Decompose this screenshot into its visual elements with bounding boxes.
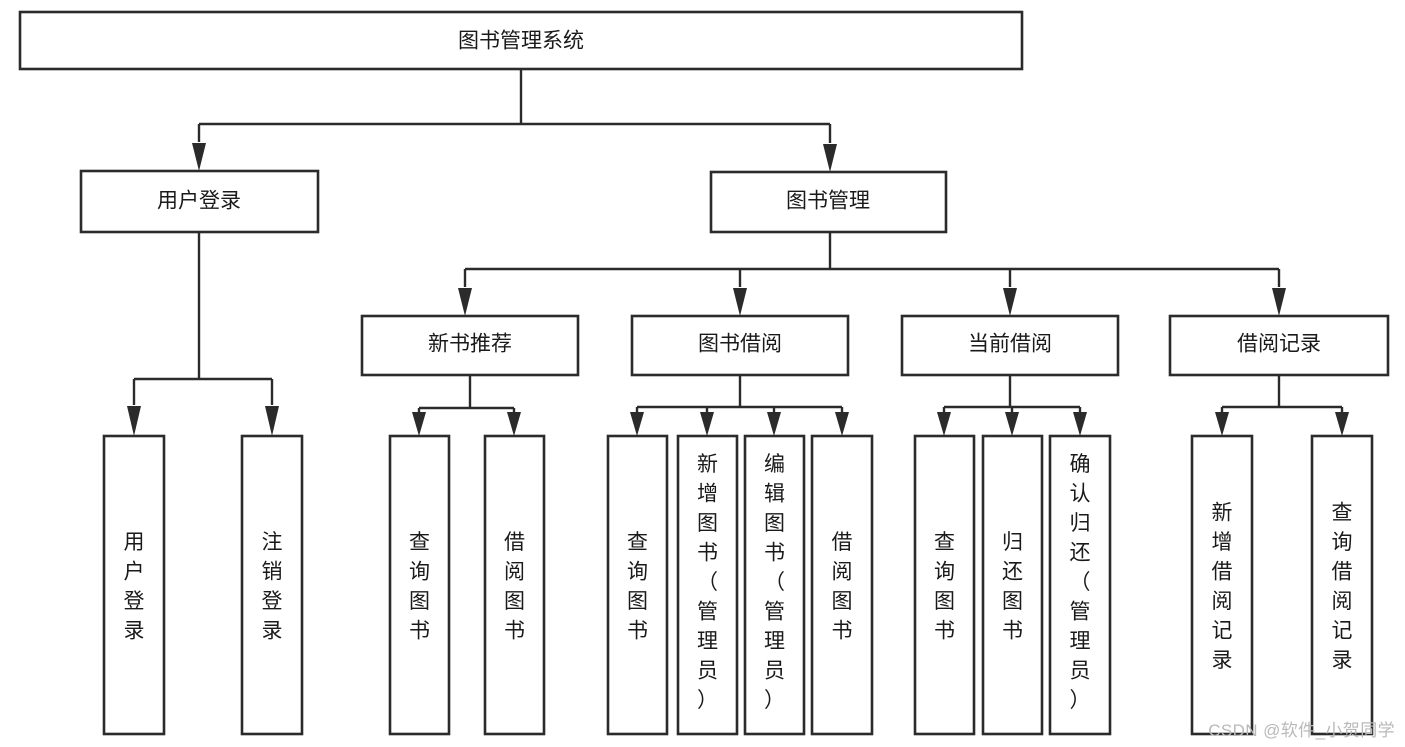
leaf-add-book-box[interactable]	[676, 434, 739, 736]
leaf-borrow-book-2-box[interactable]	[810, 434, 874, 736]
arrow-head-borrow-record	[1272, 288, 1286, 316]
leaf-confirm-return[interactable]: 确认归还（管理员）	[1048, 434, 1112, 736]
leaf-query-book-3-label: 查询图书	[934, 531, 955, 643]
arrow-head-leaf-return-book	[1005, 412, 1019, 436]
leaf-borrow-book-1-box[interactable]	[483, 434, 546, 736]
node-new-book-rec[interactable]: 新书推荐	[360, 314, 580, 377]
node-book-borrow-box[interactable]	[630, 314, 850, 377]
node-new-book-rec-label: 新书推荐	[428, 333, 512, 356]
leaf-return-book-box[interactable]	[981, 434, 1044, 736]
leaf-add-record[interactable]: 新增借阅记录	[1190, 434, 1254, 736]
arrow-head-leaf-add-book	[700, 412, 714, 436]
connector-group-book-manage	[458, 232, 1286, 316]
node-book-manage-label: 图书管理	[786, 190, 870, 213]
node-book-manage[interactable]: 图书管理	[709, 170, 948, 234]
node-current-borrow-box[interactable]	[900, 314, 1120, 377]
node-book-borrow-label: 图书借阅	[698, 333, 782, 356]
leaf-edit-book[interactable]: 编辑图书（管理员）	[743, 434, 806, 736]
leaf-add-record-label: 新增借阅记录	[1212, 502, 1233, 673]
leaf-query-record-label: 查询借阅记录	[1332, 502, 1353, 673]
node-current-borrow-label: 当前借阅	[968, 333, 1052, 356]
connector-group-borrow-record	[1215, 375, 1349, 436]
leaf-user-login[interactable]: 用户登录	[102, 434, 166, 736]
leaf-user-login-label: 用户登录	[124, 531, 145, 643]
connector-group-new-book-rec	[412, 375, 521, 436]
arrow-head-book-manage	[823, 144, 837, 172]
leaf-query-book-2-box[interactable]	[606, 434, 669, 736]
leaf-query-book-2[interactable]: 查询图书	[606, 434, 669, 736]
leaf-edit-book-box[interactable]	[743, 434, 806, 736]
node-user-login-box[interactable]	[79, 169, 320, 234]
leaf-query-book-3[interactable]: 查询图书	[913, 434, 976, 736]
arrow-head-leaf-query-book-2	[630, 412, 644, 436]
leaf-query-record-box[interactable]	[1310, 434, 1374, 736]
node-user-login-label: 用户登录	[157, 190, 241, 213]
leaf-confirm-return-label: 确认归还（管理员）	[1070, 453, 1091, 712]
connector-group-root	[192, 69, 837, 172]
arrow-head-leaf-edit-book	[767, 412, 781, 436]
leaf-logout[interactable]: 注销登录	[240, 434, 304, 736]
leaf-add-book[interactable]: 新增图书（管理员）	[676, 434, 739, 736]
arrow-head-leaf-query-record	[1335, 412, 1349, 436]
leaf-edit-book-label: 编辑图书（管理员）	[764, 453, 785, 712]
arrow-head-leaf-query-book-3	[937, 412, 951, 436]
arrow-head-leaf-borrow-book-2	[835, 412, 849, 436]
leaf-borrow-book-2[interactable]: 借阅图书	[810, 434, 874, 736]
leaf-query-record[interactable]: 查询借阅记录	[1310, 434, 1374, 736]
connector-group-user-login	[127, 232, 279, 436]
node-root[interactable]: 图书管理系统	[18, 10, 1024, 71]
arrow-head-leaf-borrow-book-1	[507, 412, 521, 436]
node-borrow-record[interactable]: 借阅记录	[1168, 314, 1390, 377]
arrow-head-book-borrow	[733, 288, 747, 316]
arrow-head-leaf-confirm-return	[1073, 412, 1087, 436]
leaf-return-book[interactable]: 归还图书	[981, 434, 1044, 736]
node-current-borrow[interactable]: 当前借阅	[900, 314, 1120, 377]
leaf-query-book-1[interactable]: 查询图书	[388, 434, 451, 736]
connector-group-current-borrow	[937, 375, 1087, 436]
leaf-query-book-3-box[interactable]	[913, 434, 976, 736]
leaf-query-book-1-label: 查询图书	[409, 531, 430, 643]
leaf-confirm-return-box[interactable]	[1048, 434, 1112, 736]
arrow-head-leaf-add-record	[1215, 412, 1229, 436]
node-borrow-record-label: 借阅记录	[1237, 333, 1321, 356]
leaf-add-book-label: 新增图书（管理员）	[697, 453, 718, 712]
arrow-head-leaf-logout	[265, 406, 279, 436]
leaf-query-book-2-label: 查询图书	[627, 531, 648, 643]
arrow-head-new-book-rec	[458, 288, 472, 316]
node-book-borrow[interactable]: 图书借阅	[630, 314, 850, 377]
node-borrow-record-box[interactable]	[1168, 314, 1390, 377]
node-new-book-rec-box[interactable]	[360, 314, 580, 377]
node-book-manage-box[interactable]	[709, 170, 948, 234]
leaf-borrow-book-1-label: 借阅图书	[504, 531, 525, 643]
arrow-head-user-login	[192, 143, 206, 171]
leaf-logout-label: 注销登录	[262, 531, 283, 643]
leaf-user-login-box[interactable]	[102, 434, 166, 736]
leaf-return-book-label: 归还图书	[1002, 531, 1023, 643]
arrow-head-leaf-query-book-1	[412, 412, 426, 436]
csdn-watermark: CSDN @软件_小贺同学	[1208, 721, 1395, 740]
leaf-query-book-1-box[interactable]	[388, 434, 451, 736]
leaf-logout-box[interactable]	[240, 434, 304, 736]
node-root-label: 图书管理系统	[458, 30, 584, 53]
arrow-head-current-borrow	[1003, 288, 1017, 316]
leaf-node-layer: 用户登录 注销登录 查询图书 借阅图书 查询图书 新增图书（管理员） 编辑图书（管理员） 借阅…	[102, 434, 1374, 736]
leaf-borrow-book-1[interactable]: 借阅图书	[483, 434, 546, 736]
node-root-box[interactable]	[18, 10, 1024, 71]
connector-group-book-borrow	[630, 375, 849, 436]
leaf-add-record-box[interactable]	[1190, 434, 1254, 736]
node-user-login[interactable]: 用户登录	[79, 169, 320, 234]
arrow-head-leaf-user-login	[127, 406, 141, 436]
leaf-borrow-book-2-label: 借阅图书	[832, 531, 853, 643]
